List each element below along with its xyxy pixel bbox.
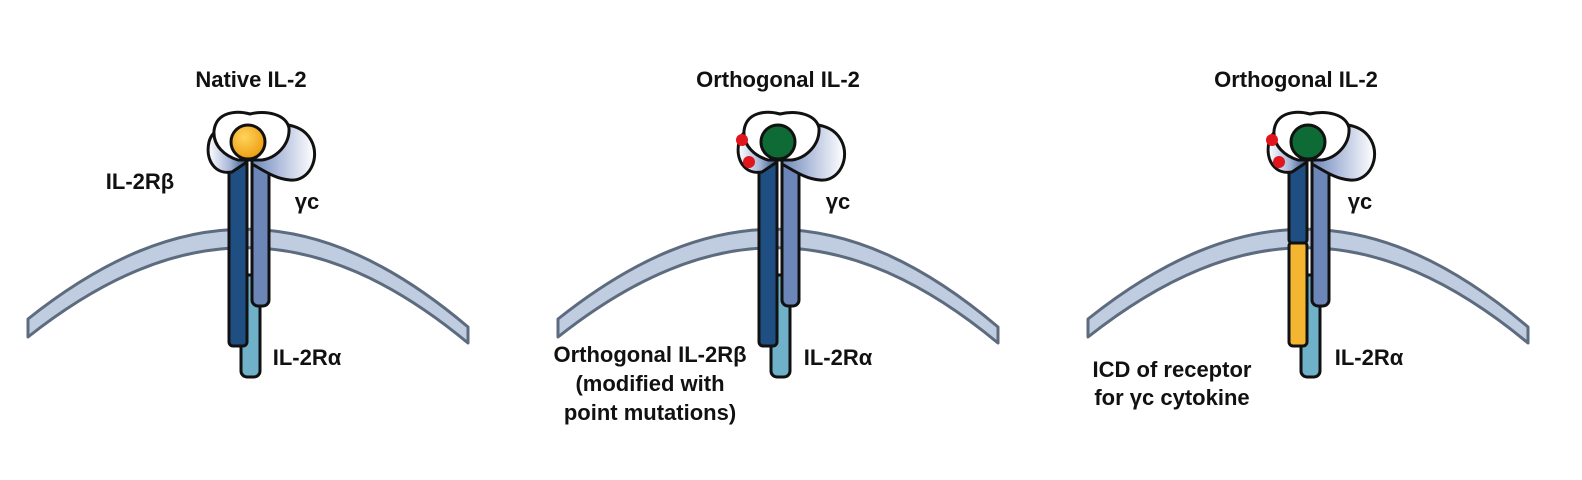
gamma-c-label: γc (826, 189, 850, 214)
orthogonal-il2r-beta-stalk (757, 158, 779, 348)
orthogonal-il2r-beta-label: Orthogonal IL-2Rβ (553, 342, 746, 367)
modification-note-line-1: (modified with (575, 371, 724, 396)
panel-title: Orthogonal IL-2 (696, 67, 860, 92)
point-mutation-dot (1266, 134, 1278, 146)
point-mutation-dot (736, 134, 748, 146)
point-mutation-dot (743, 156, 755, 168)
native-il2-cytokine (229, 123, 267, 161)
icd-label-line-1: ICD of receptor (1093, 357, 1252, 382)
panel-native-il2: Native IL-2 IL-2Rβ γc IL-2Rα (26, 67, 470, 379)
panel-orthogonal-il2: Orthogonal IL-2 γc IL-2Rα Orthogonal IL-… (553, 67, 1000, 425)
cell-membrane (556, 227, 1000, 345)
cell-membrane (1086, 227, 1530, 345)
modification-note-line-2: point mutations) (564, 400, 736, 425)
orthogonal-il2-cytokine (1289, 123, 1327, 161)
icd-label-line-2: for γc cytokine (1094, 385, 1249, 410)
gamma-c-stalk (250, 158, 271, 308)
panel-orthogonal-il2-icd: Orthogonal IL-2 γc IL-2Rα ICD of recepto… (1086, 67, 1530, 410)
panel-title: Native IL-2 (195, 67, 306, 92)
panel-title: Orthogonal IL-2 (1214, 67, 1378, 92)
il2r-alpha-label: IL-2Rα (1335, 345, 1404, 370)
point-mutation-dot (1273, 156, 1285, 168)
gamma-c-label: γc (295, 189, 319, 214)
gamma-c-label: γc (1348, 189, 1372, 214)
orthogonal-il2-cytokine (759, 123, 797, 161)
il2r-beta-label: IL-2Rβ (106, 169, 174, 194)
il2r-alpha-label: IL-2Rα (804, 345, 873, 370)
gamma-c-stalk (780, 158, 801, 308)
il2r-beta-stalk (227, 158, 249, 348)
il2r-alpha-label: IL-2Rα (273, 345, 342, 370)
icd-swapped-domain (1287, 240, 1309, 348)
cell-membrane (26, 227, 470, 345)
gamma-c-stalk (1310, 158, 1331, 308)
